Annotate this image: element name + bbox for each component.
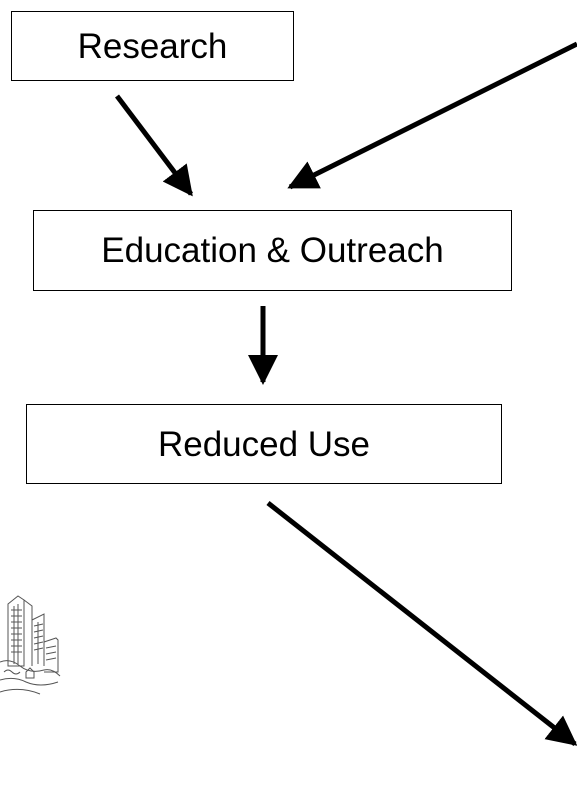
arrow-research-to-education — [115, 94, 193, 197]
node-education-outreach-label: Education & Outreach — [101, 231, 444, 270]
node-research-label: Research — [77, 26, 228, 66]
node-research: Research — [11, 11, 294, 81]
building-sketch-icon — [0, 595, 61, 695]
node-reduced-use: Reduced Use — [26, 404, 502, 484]
arrow-reduced-to-offscreen — [266, 501, 577, 746]
arrow-offscreen-to-education — [287, 41, 577, 190]
node-education-outreach: Education & Outreach — [33, 210, 512, 291]
node-reduced-use-label: Reduced Use — [157, 424, 371, 464]
